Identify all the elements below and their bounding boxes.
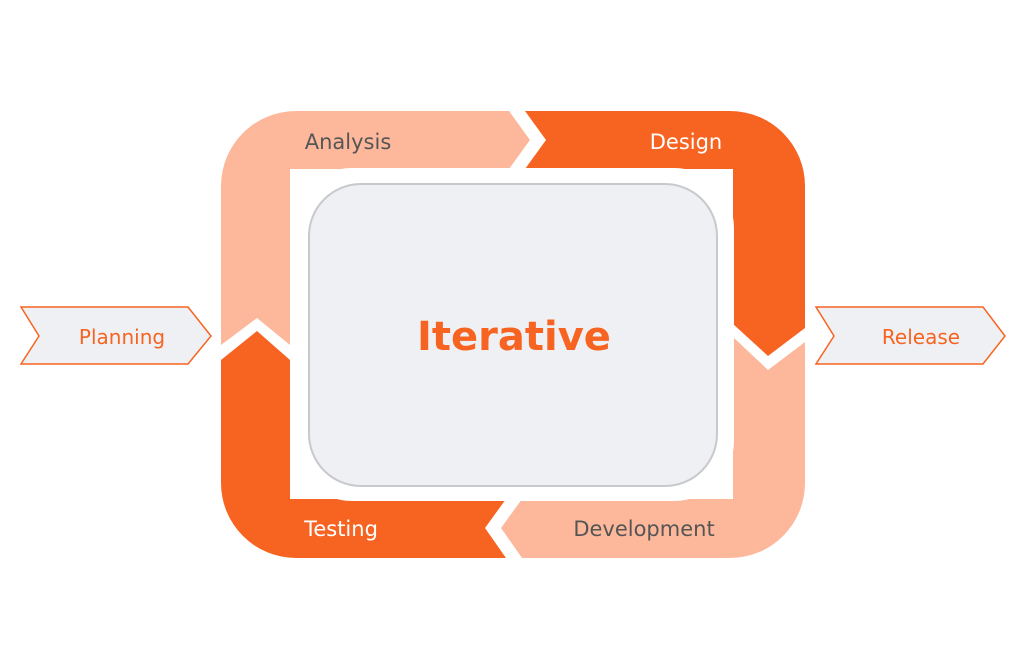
release-chevron [814,306,1006,365]
release-label: Release [882,325,960,349]
segment-testing [221,331,506,558]
phase-label-development: Development [573,517,714,541]
phase-label-testing: Testing [303,517,378,541]
center-title: Iterative [417,314,611,360]
segment-analysis [221,111,530,345]
phase-label-analysis: Analysis [305,130,392,154]
phase-label-design: Design [650,130,723,154]
center-box [308,183,718,487]
planning-chevron [19,306,212,365]
planning-label: Planning [79,325,165,349]
cycle-ring [221,111,805,558]
segment-design [525,111,805,356]
segment-development [501,337,805,558]
